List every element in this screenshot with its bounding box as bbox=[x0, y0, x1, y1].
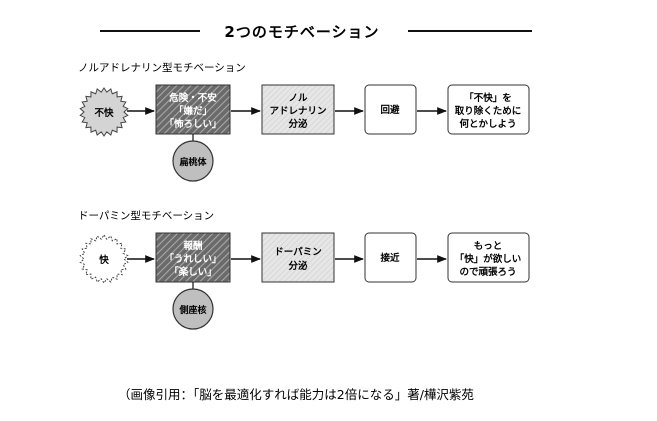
section-label: ノルアドレナリン型モチベーション bbox=[78, 61, 246, 74]
result-box bbox=[447, 84, 530, 135]
brain-label: 側座核 bbox=[178, 304, 206, 316]
action-box bbox=[364, 232, 417, 283]
secretion-line-2: アドレナリン bbox=[269, 106, 326, 117]
secretion-line-1: ノル bbox=[288, 93, 308, 104]
result-line-2: 取り除くために bbox=[455, 105, 522, 117]
start-label: 不快 bbox=[94, 107, 114, 119]
result-line-1: もっと bbox=[474, 241, 503, 252]
brain-label: 扁桃体 bbox=[179, 156, 207, 168]
secretion-box bbox=[261, 84, 335, 135]
action-box bbox=[364, 84, 417, 135]
section-label: ドーパミン型モチベーション bbox=[78, 209, 214, 222]
emotion-line-2: 「嫌だ」 bbox=[174, 105, 212, 117]
result-line-2: 「快」が欲しい bbox=[455, 253, 522, 265]
emotion-line-2: 「うれしい」 bbox=[164, 253, 221, 265]
result-box bbox=[447, 232, 530, 283]
caption: （画像引用：「脳を最適化すれば能力は2倍になる」著/樺沢紫苑 bbox=[118, 387, 474, 402]
brain-circle bbox=[172, 140, 214, 182]
row-dopamine: ドーパミン型モチベーション 快 報酬 「うれしい」 「楽しい」 側座核 ドーパミ… bbox=[78, 209, 530, 330]
action-label: 接近 bbox=[380, 252, 400, 264]
start-label: 快 bbox=[99, 254, 109, 266]
secretion-line-1: ドーパミン bbox=[274, 246, 321, 258]
emotion-box bbox=[155, 84, 231, 135]
emotion-line-1: 危険・不安 bbox=[168, 92, 217, 104]
result-line-3: 何とかしよう bbox=[459, 118, 516, 130]
row-noradrenaline: ノルアドレナリン型モチベーション 不快 危険・不安 「嫌だ」 「怖ろしい」 扁桃… bbox=[78, 61, 530, 182]
emotion-line-1: 報酬 bbox=[183, 240, 202, 252]
page-title: 2つのモチベーション bbox=[224, 23, 379, 41]
action-label: 回避 bbox=[380, 104, 400, 116]
brain-circle bbox=[172, 288, 214, 330]
secretion-line-3: 分泌 bbox=[288, 118, 308, 130]
start-burst bbox=[79, 234, 129, 284]
result-line-1: 「不快」を bbox=[464, 92, 512, 104]
emotion-line-3: 「楽しい」 bbox=[169, 266, 217, 278]
result-line-3: ので頑張ろう bbox=[459, 267, 516, 278]
emotion-line-3: 「怖ろしい」 bbox=[164, 118, 221, 130]
secretion-box bbox=[261, 232, 335, 283]
secretion-line-2: 分泌 bbox=[288, 260, 308, 272]
start-burst bbox=[79, 87, 129, 137]
